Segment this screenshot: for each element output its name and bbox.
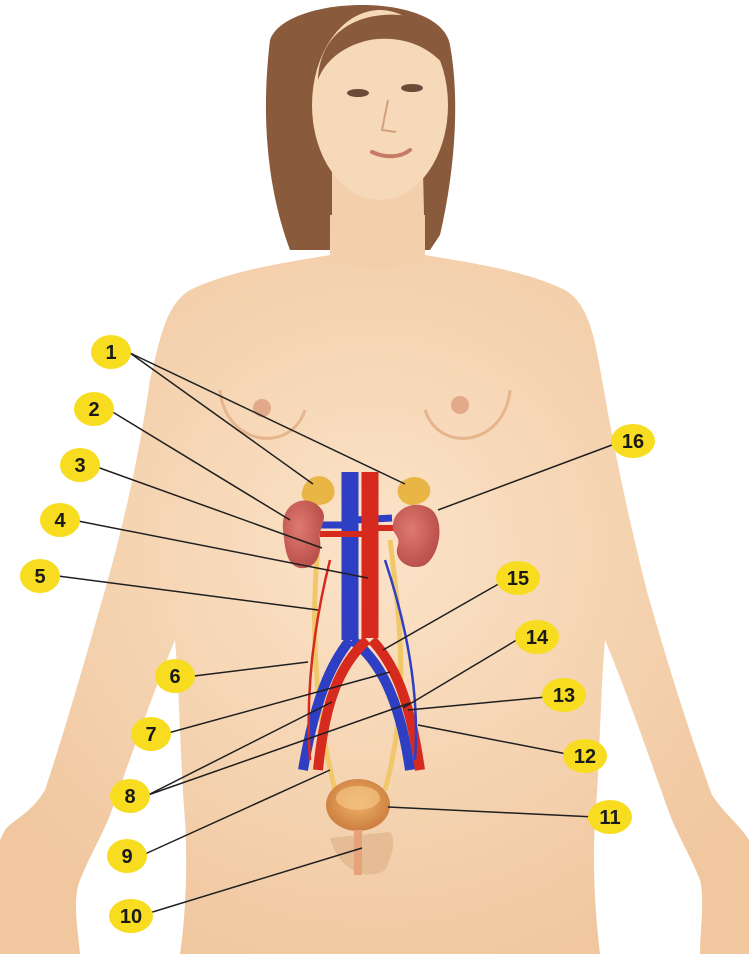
leader-line-13: [407, 696, 547, 711]
marker-14: 14: [515, 620, 559, 654]
marker-10: 10: [109, 899, 153, 933]
bladder-highlight: [336, 786, 380, 810]
left-adrenal-gland: [301, 476, 335, 505]
marker-12-label: 12: [574, 746, 596, 768]
right-gonadal-vessel: [383, 559, 418, 761]
leader-line-11: [387, 806, 596, 818]
number-markers: 1 2 3 4 5 6 7 8: [20, 335, 655, 933]
left-gonadal-vessel: [307, 559, 332, 761]
marker-11-label: 11: [599, 807, 620, 829]
marker-10-label: 10: [120, 906, 142, 928]
nose: [380, 99, 397, 133]
leader-line-12: [417, 724, 568, 755]
leader-line-8a: [147, 701, 333, 796]
marker-9-label: 9: [121, 846, 132, 868]
leader-line-6: [193, 661, 309, 677]
leader-line-7: [167, 671, 391, 734]
marker-7: 7: [131, 717, 171, 751]
right-breast: [423, 389, 512, 440]
marker-16: 16: [611, 424, 655, 458]
leader-lines: [57, 352, 621, 915]
marker-2-label: 2: [88, 399, 99, 421]
head: [312, 10, 448, 200]
marker-11: 11: [588, 800, 632, 834]
leader-line-8b: [147, 702, 411, 796]
marker-5-label: 5: [34, 566, 45, 588]
marker-5: 5: [20, 559, 60, 593]
mouth: [370, 148, 412, 159]
leader-line-1b: [129, 352, 406, 485]
leader-line-3: [96, 466, 323, 549]
left-eye: [347, 89, 369, 97]
leader-line-9: [144, 769, 331, 855]
hair-fringe: [318, 14, 448, 80]
marker-6-label: 6: [169, 666, 180, 688]
leader-line-5: [57, 575, 319, 611]
left-common-iliac-artery: [313, 636, 371, 771]
marker-4: 4: [40, 503, 80, 537]
marker-12: 12: [563, 739, 607, 773]
marker-8: 8: [110, 779, 150, 813]
leader-line-10: [145, 847, 363, 915]
leader-line-4: [77, 520, 369, 579]
marker-6: 6: [155, 659, 195, 693]
left-common-iliac-vein: [298, 636, 354, 771]
left-nipple: [253, 399, 271, 417]
marker-8-label: 8: [124, 786, 135, 808]
left-kidney: [282, 500, 324, 569]
marker-4-label: 4: [54, 510, 66, 532]
right-adrenal-gland: [397, 477, 431, 505]
leader-line-14: [402, 637, 521, 709]
marker-15: 15: [496, 561, 540, 595]
left-breast: [218, 389, 307, 440]
marker-15-label: 15: [507, 568, 529, 590]
leader-line-2: [110, 410, 291, 521]
marker-7-label: 7: [145, 724, 156, 746]
leader-line-16: [437, 441, 621, 511]
marker-2: 2: [74, 392, 114, 426]
right-nipple: [451, 396, 469, 414]
right-eye: [401, 84, 423, 92]
marker-1-label: 1: [105, 342, 116, 364]
marker-13-label: 13: [553, 685, 575, 707]
marker-3-label: 3: [74, 455, 85, 477]
marker-16-label: 16: [622, 431, 644, 453]
marker-3: 3: [60, 448, 100, 482]
leader-line-1a: [129, 352, 314, 485]
marker-1: 1: [91, 335, 131, 369]
right-ureter: [382, 539, 404, 791]
marker-13: 13: [542, 678, 586, 712]
right-kidney: [392, 504, 440, 568]
left-ureter: [312, 544, 338, 791]
leader-line-15: [382, 581, 503, 651]
marker-14-label: 14: [526, 627, 549, 649]
marker-9: 9: [107, 839, 147, 873]
